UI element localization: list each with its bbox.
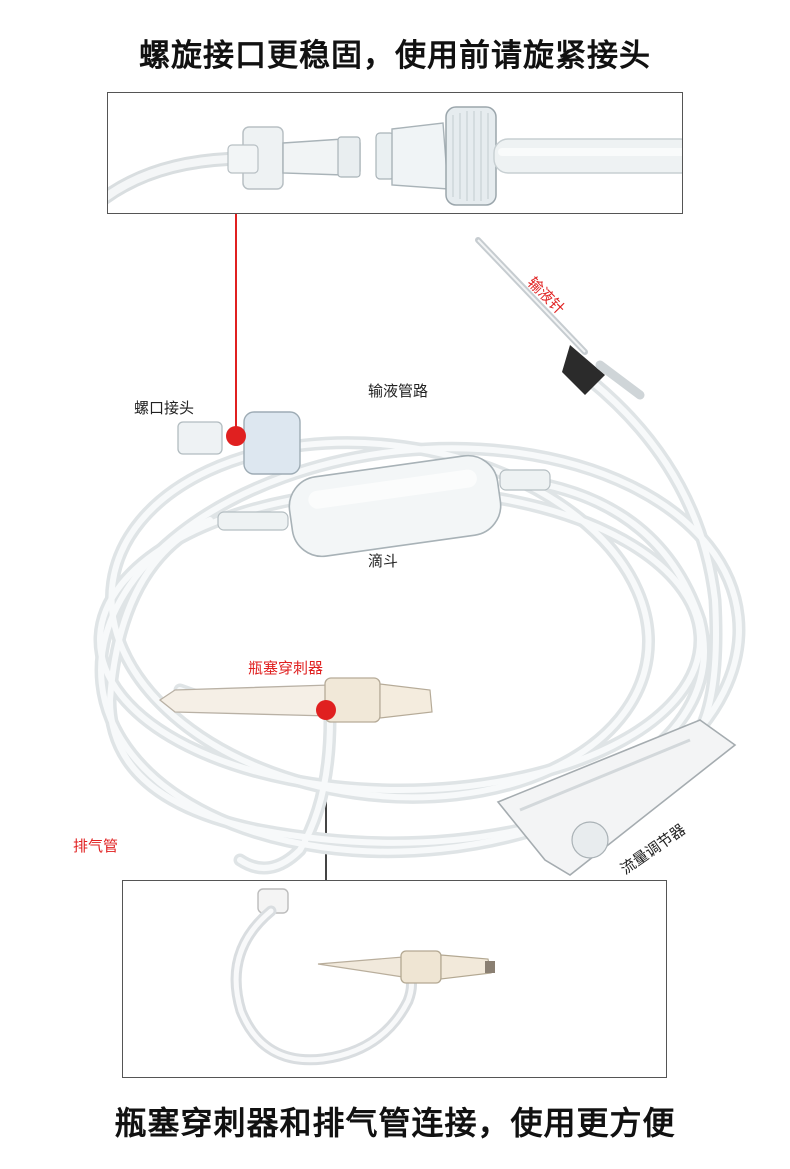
label-bottle-spike: 瓶塞穿刺器	[248, 659, 324, 677]
spike-closeup-inset	[122, 880, 667, 1078]
headline-top: 螺旋接口更稳固，使用前请旋紧接头	[139, 38, 651, 74]
label-drip-chamber: 滴斗	[368, 552, 399, 570]
connector-closeup-photo	[108, 106, 682, 206]
spike-closeup-photo	[230, 888, 495, 1066]
flow-regulator-part	[496, 719, 737, 876]
drip-chamber-part	[217, 454, 551, 558]
label-air-vent-tube: 排气管	[73, 837, 119, 855]
infusion-needle-part	[475, 237, 645, 400]
headline-bottom: 瓶塞穿刺器和排气管连接，使用更方便	[114, 1104, 676, 1142]
label-screw-connector: 螺口接头	[134, 399, 195, 417]
bottle-spike-part	[158, 677, 433, 723]
screw-connector-part	[177, 411, 301, 475]
label-infusion-tube: 输液管路	[368, 382, 429, 400]
connector-closeup-inset	[107, 92, 683, 214]
